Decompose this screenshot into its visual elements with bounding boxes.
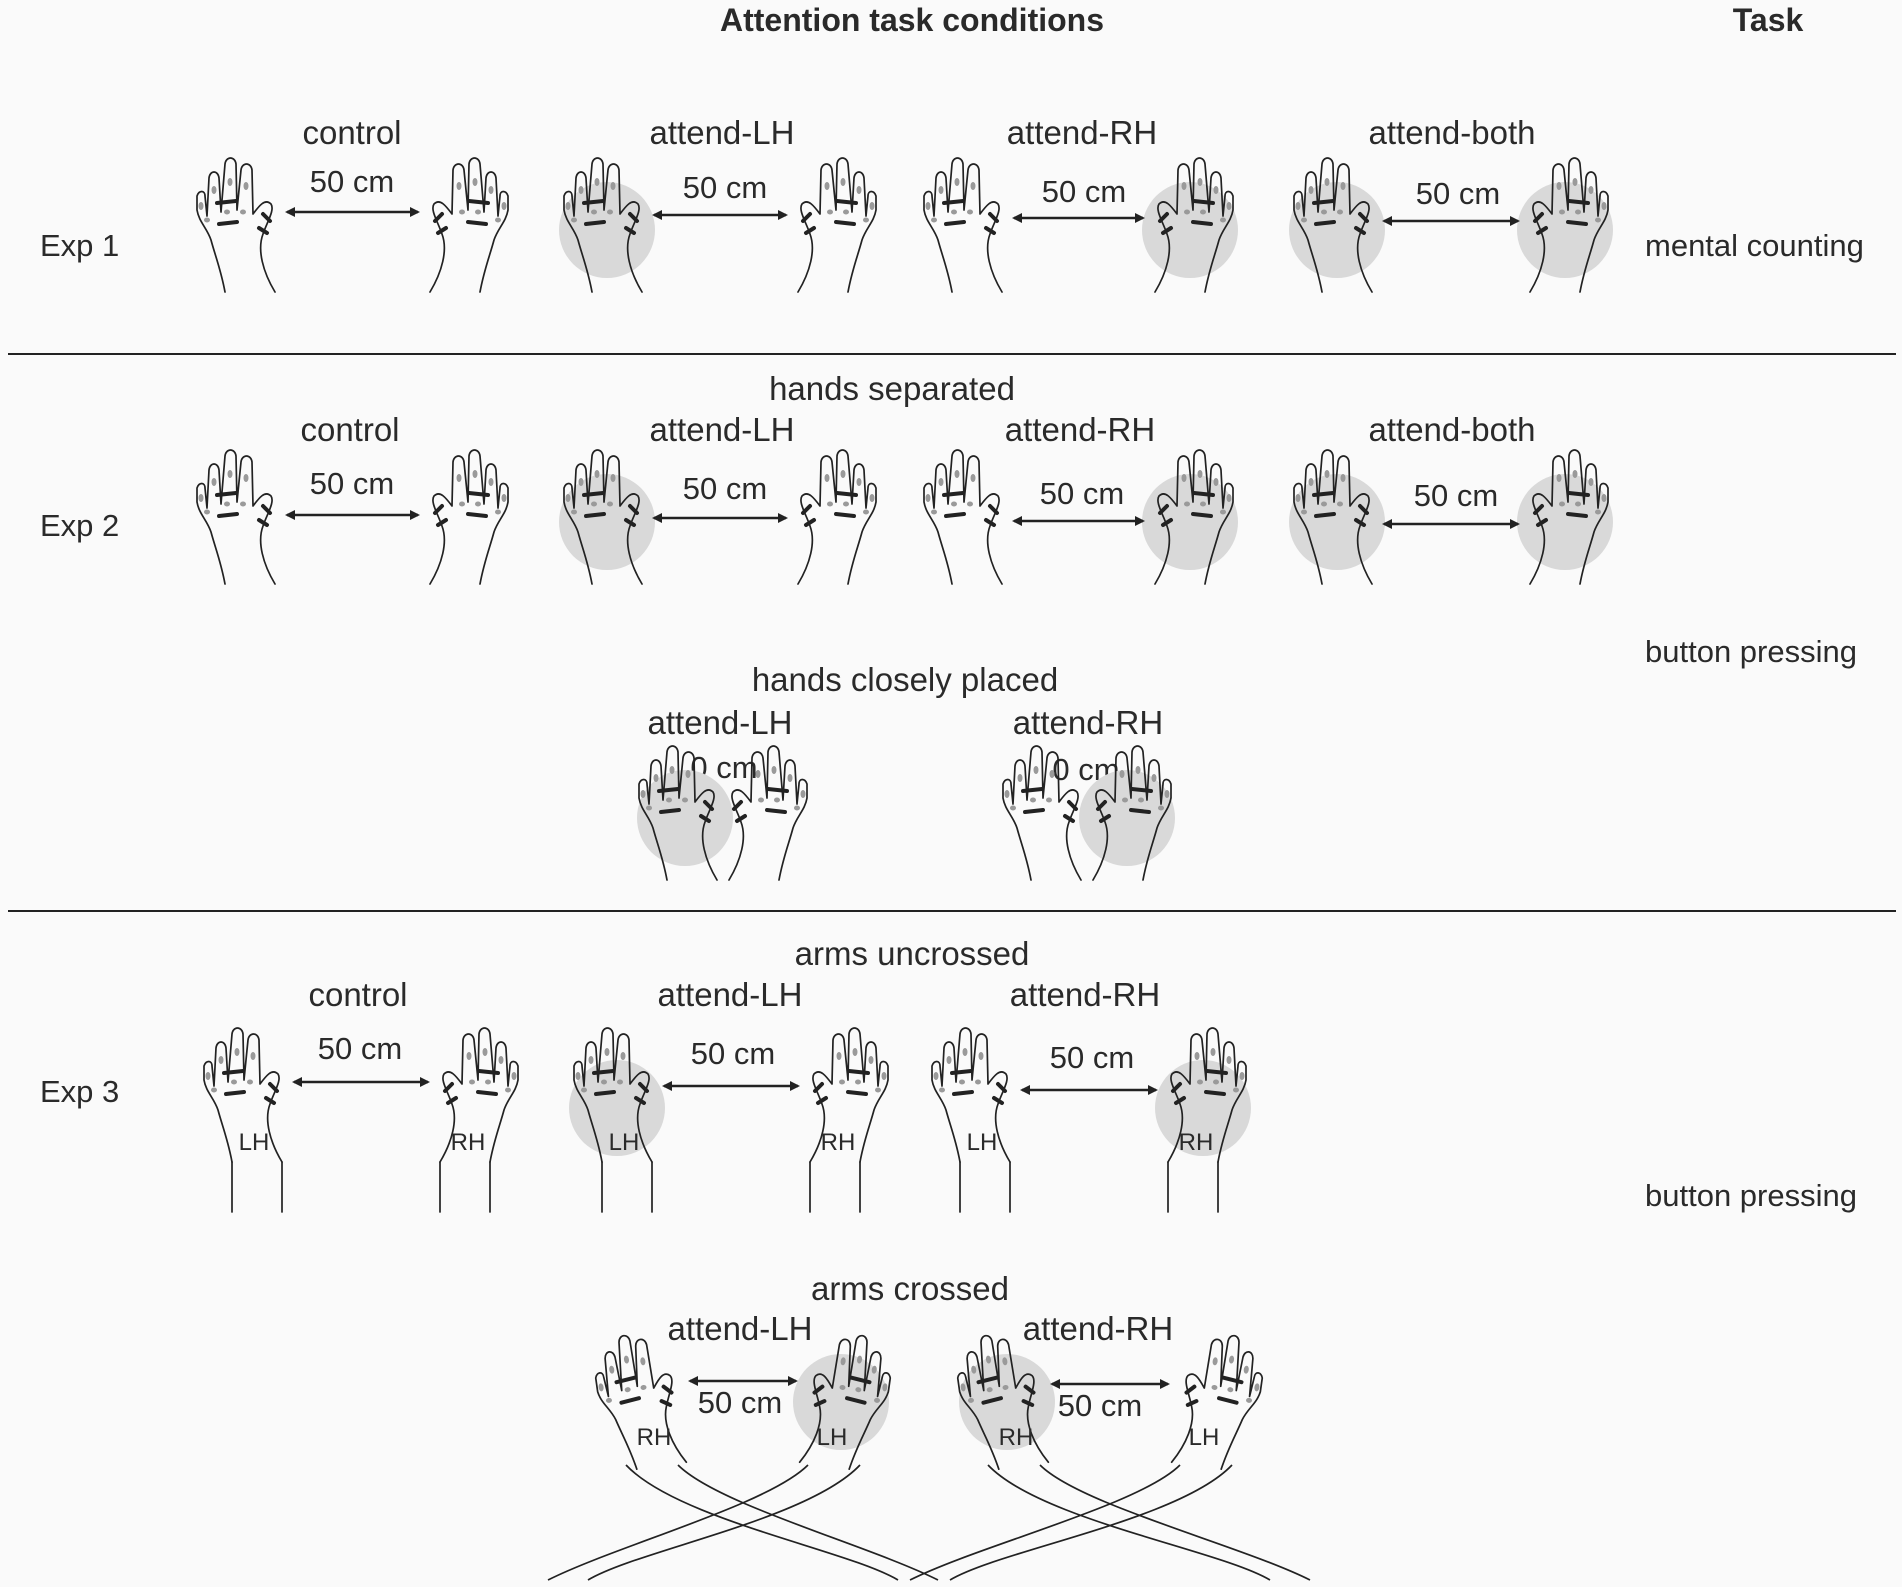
- hand-label-lh: LH: [967, 1129, 998, 1156]
- exp2-label: Exp 2: [40, 508, 120, 543]
- left-hand-icon: [922, 156, 1004, 294]
- exp2-condition-label: control: [300, 411, 400, 448]
- exp3-crossed-distance-label: 50 cm: [697, 1385, 783, 1420]
- exp3-crossed-title: arms crossed: [810, 1270, 1010, 1307]
- exp3-task: button pressing: [1645, 1178, 1857, 1213]
- exp1-task: mental counting: [1645, 228, 1864, 263]
- exp3-condition-label: attend-LH: [657, 976, 803, 1013]
- right-hand-icon: [796, 448, 878, 586]
- left-hand-icon: [922, 448, 1004, 586]
- left-hand-icon: [932, 1028, 1010, 1212]
- exp1-distance-label: 50 cm: [682, 170, 768, 205]
- exp2-condition-label: attend-both: [1368, 411, 1536, 448]
- right-hand-icon: [727, 744, 809, 882]
- right-hand-icon: [428, 448, 510, 586]
- right-hand-icon: [810, 1028, 888, 1212]
- exp1-distance-label: 50 cm: [1041, 174, 1127, 209]
- exp3-distance-label: 50 cm: [317, 1031, 403, 1066]
- exp2-close-condition-label: attend-RH: [1012, 704, 1164, 741]
- crossed-arms: [547, 1464, 939, 1581]
- exp1-condition-label: attend-LH: [649, 114, 795, 151]
- exp1-condition-label: attend-RH: [1006, 114, 1158, 151]
- hand-label-rh: RH: [1179, 1129, 1214, 1156]
- exp3-crossed-condition-label: attend-RH: [1022, 1310, 1174, 1347]
- exp1-distance-label: 50 cm: [309, 164, 395, 199]
- exp2-distance-label: 50 cm: [682, 471, 768, 506]
- right-hand-icon: [588, 1327, 689, 1476]
- exp2-task: button pressing: [1645, 634, 1857, 669]
- left-hand-icon: [1169, 1327, 1270, 1476]
- hand-label-rh: RH: [999, 1424, 1034, 1451]
- exp2-distance-label: 50 cm: [309, 466, 395, 501]
- left-hand-icon: [204, 1028, 282, 1212]
- exp2-distance-label: 50 cm: [1039, 476, 1125, 511]
- exp2-condition-label: attend-LH: [649, 411, 795, 448]
- exp2-separated-title: hands separated: [769, 370, 1015, 407]
- exp3-condition-label: attend-RH: [1009, 976, 1161, 1013]
- task-column-header: Task: [1732, 2, 1804, 38]
- hand-label-lh: LH: [817, 1424, 848, 1451]
- exp2-distance-label: 50 cm: [1413, 478, 1499, 513]
- exp2-close-condition-label: attend-LH: [647, 704, 793, 741]
- attention-highlight-circle: [1079, 770, 1175, 866]
- separator-exp2-exp3: [8, 910, 1896, 912]
- hand-label-lh: LH: [239, 1129, 270, 1156]
- exp1-distance-label: 50 cm: [1415, 176, 1501, 211]
- figure-title: Attention task conditions: [720, 2, 1104, 38]
- attention-highlight-circle: [637, 770, 733, 866]
- separator-exp1-exp2: [8, 353, 1896, 355]
- hand-label-lh: LH: [609, 1129, 640, 1156]
- exp2-close-title: hands closely placed: [751, 661, 1059, 698]
- exp1-label: Exp 1: [40, 228, 120, 263]
- right-hand-icon: [440, 1028, 518, 1212]
- exp3-crossed-distance-label: 50 cm: [1057, 1388, 1143, 1423]
- hand-label-rh: RH: [821, 1129, 856, 1156]
- right-hand-icon: [428, 156, 510, 294]
- exp3-crossed-condition-label: attend-LH: [667, 1310, 813, 1347]
- crossed-arms: [909, 1464, 1311, 1581]
- hand-label-rh: RH: [451, 1129, 486, 1156]
- exp1-condition-label: control: [302, 114, 402, 151]
- left-hand-icon: [1001, 744, 1083, 882]
- exp3-label: Exp 3: [40, 1074, 120, 1109]
- hand-label-lh: LH: [1189, 1424, 1220, 1451]
- exp3-condition-label: control: [308, 976, 408, 1013]
- exp3-distance-label: 50 cm: [1049, 1040, 1135, 1075]
- exp3-distance-label: 50 cm: [690, 1036, 776, 1071]
- exp1-condition-label: attend-both: [1368, 114, 1536, 151]
- right-hand-icon: [796, 156, 878, 294]
- left-hand-icon: [195, 156, 277, 294]
- left-hand-icon: [195, 448, 277, 586]
- exp2-condition-label: attend-RH: [1004, 411, 1156, 448]
- hand-label-rh: RH: [637, 1424, 672, 1451]
- exp3-uncrossed-title: arms uncrossed: [794, 935, 1030, 972]
